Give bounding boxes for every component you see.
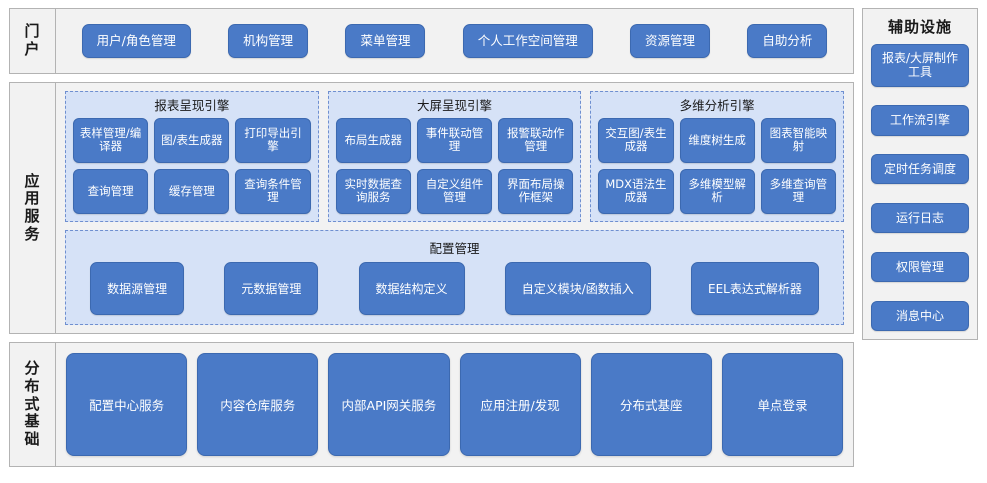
portal-item-self-analysis[interactable]: 自助分析 xyxy=(747,23,828,59)
distributed-base-band-label-text: 分布式基础 xyxy=(24,359,41,449)
dist-item-content-repository-service[interactable]: 内容仓库服务 xyxy=(197,353,319,456)
config-management-panel: 配置管理 数据源管理 元数据管理 数据结构定义 自定义模块/函数插入 EEL表达… xyxy=(65,230,844,325)
dist-item-app-registry-discovery[interactable]: 应用注册/发现 xyxy=(459,353,581,456)
cell-report-chart-generator[interactable]: 图/表生成器 xyxy=(154,117,230,163)
auxiliary-facilities-title: 辅助设施 xyxy=(887,18,952,36)
portal-band: 门户 用户/角色管理 机构管理 菜单管理 个人工作空间管理 资源管理 自助分析 xyxy=(9,8,854,74)
cell-multidim-mdx-syntax-generator[interactable]: MDX语法生成器 xyxy=(598,168,674,214)
engine-grid-multidim: 交互图/表生成器 维度树生成 图表智能映射 MDX语法生成器 多维模型解析 多维… xyxy=(598,117,837,214)
cell-report-cache-management[interactable]: 缓存管理 xyxy=(154,168,230,214)
cell-screen-layout-generator[interactable]: 布局生成器 xyxy=(335,117,411,163)
cell-screen-custom-component-management[interactable]: 自定义组件管理 xyxy=(416,168,493,214)
config-item-data-structure-definition[interactable]: 数据结构定义 xyxy=(358,262,465,315)
portal-item-resource[interactable]: 资源管理 xyxy=(630,23,711,59)
engine-title-report: 报表呈现引擎 xyxy=(154,98,230,113)
cell-multidim-dimension-tree-generation[interactable]: 维度树生成 xyxy=(679,117,755,163)
portal-band-label: 门户 xyxy=(10,9,56,73)
cell-multidim-interactive-chart-generator[interactable]: 交互图/表生成器 xyxy=(598,117,674,163)
portal-item-menu[interactable]: 菜单管理 xyxy=(345,23,426,59)
config-management-title: 配置管理 xyxy=(429,241,480,256)
distributed-base-band-label: 分布式基础 xyxy=(10,343,56,466)
application-services-band-label-text: 应用服务 xyxy=(24,171,41,243)
application-services-band: 应用服务 报表呈现引擎 表样管理/编译器 图/表生成器 打印导出引擎 查询管理 … xyxy=(9,82,854,334)
aux-item-report-screen-authoring-tool[interactable]: 报表/大屏制作工具 xyxy=(871,44,969,87)
engine-title-multidim: 多维分析引擎 xyxy=(679,98,755,113)
auxiliary-facilities-list: 报表/大屏制作工具 工作流引擎 定时任务调度 运行日志 权限管理 消息中心 xyxy=(871,44,969,331)
cell-report-print-export-engine[interactable]: 打印导出引擎 xyxy=(235,117,311,163)
auxiliary-facilities-panel: 辅助设施 报表/大屏制作工具 工作流引擎 定时任务调度 运行日志 权限管理 消息… xyxy=(862,8,978,340)
cell-multidim-chart-smart-mapping[interactable]: 图表智能映射 xyxy=(760,117,837,163)
application-services-band-label: 应用服务 xyxy=(10,83,56,333)
dist-item-single-sign-on[interactable]: 单点登录 xyxy=(721,353,844,456)
config-item-eel-expression-parser[interactable]: EEL表达式解析器 xyxy=(691,262,819,315)
engines-row: 报表呈现引擎 表样管理/编译器 图/表生成器 打印导出引擎 查询管理 缓存管理 … xyxy=(65,91,845,222)
aux-item-permission-management[interactable]: 权限管理 xyxy=(871,251,969,283)
cell-report-query-condition-management[interactable]: 查询条件管理 xyxy=(235,168,311,214)
distributed-base-band: 分布式基础 配置中心服务 内容仓库服务 内部API网关服务 应用注册/发现 分布… xyxy=(9,342,854,467)
engine-title-large-screen: 大屏呈现引擎 xyxy=(417,98,493,113)
cell-multidim-model-parsing[interactable]: 多维模型解析 xyxy=(679,168,755,214)
engine-grid-large-screen: 布局生成器 事件联动管理 报警联动作管理 实时数据查询服务 自定义组件管理 界面… xyxy=(335,117,574,214)
distributed-base-items: 配置中心服务 内容仓库服务 内部API网关服务 应用注册/发现 分布式基座 单点… xyxy=(56,343,853,466)
portal-item-workspace[interactable]: 个人工作空间管理 xyxy=(462,23,593,59)
portal-item-org[interactable]: 机构管理 xyxy=(228,23,309,59)
cell-screen-ui-layout-framework[interactable]: 界面布局操作框架 xyxy=(498,168,574,214)
dist-item-config-center-service[interactable]: 配置中心服务 xyxy=(66,353,188,456)
aux-item-message-center[interactable]: 消息中心 xyxy=(871,300,969,331)
dist-item-internal-api-gateway-service[interactable]: 内部API网关服务 xyxy=(328,353,450,456)
main-column: 门户 用户/角色管理 机构管理 菜单管理 个人工作空间管理 资源管理 自助分析 … xyxy=(9,8,854,474)
cell-screen-realtime-query-service[interactable]: 实时数据查询服务 xyxy=(335,168,411,214)
dist-item-distributed-foundation[interactable]: 分布式基座 xyxy=(590,353,712,456)
aux-item-workflow-engine[interactable]: 工作流引擎 xyxy=(871,105,969,136)
config-management-items: 数据源管理 元数据管理 数据结构定义 自定义模块/函数插入 EEL表达式解析器 xyxy=(75,262,834,315)
aux-item-scheduled-task-scheduler[interactable]: 定时任务调度 xyxy=(871,154,969,185)
portal-item-user-role[interactable]: 用户/角色管理 xyxy=(81,23,191,59)
portal-band-label-text: 门户 xyxy=(24,22,41,58)
engine-panel-large-screen: 大屏呈现引擎 布局生成器 事件联动管理 报警联动作管理 实时数据查询服务 自定义… xyxy=(327,91,582,222)
cell-report-query-management[interactable]: 查询管理 xyxy=(73,168,149,214)
config-item-metadata-management[interactable]: 元数据管理 xyxy=(224,262,319,315)
cell-multidim-query-management[interactable]: 多维查询管理 xyxy=(760,168,837,214)
engine-panel-report: 报表呈现引擎 表样管理/编译器 图/表生成器 打印导出引擎 查询管理 缓存管理 … xyxy=(65,91,319,222)
config-item-custom-module-function-insert[interactable]: 自定义模块/函数插入 xyxy=(504,262,651,315)
engine-panel-multidim: 多维分析引擎 交互图/表生成器 维度树生成 图表智能映射 MDX语法生成器 多维… xyxy=(590,91,845,222)
cell-screen-event-linkage-management[interactable]: 事件联动管理 xyxy=(416,117,493,163)
portal-items: 用户/角色管理 机构管理 菜单管理 个人工作空间管理 资源管理 自助分析 xyxy=(56,9,853,73)
aux-item-runtime-log[interactable]: 运行日志 xyxy=(871,202,969,234)
cell-report-template-compiler[interactable]: 表样管理/编译器 xyxy=(73,117,149,163)
cell-screen-alarm-action-management[interactable]: 报警联动作管理 xyxy=(498,117,574,163)
config-item-datasource-management[interactable]: 数据源管理 xyxy=(90,262,185,315)
application-services-body: 报表呈现引擎 表样管理/编译器 图/表生成器 打印导出引擎 查询管理 缓存管理 … xyxy=(56,83,853,333)
engine-grid-report: 表样管理/编译器 图/表生成器 打印导出引擎 查询管理 缓存管理 查询条件管理 xyxy=(73,117,311,214)
